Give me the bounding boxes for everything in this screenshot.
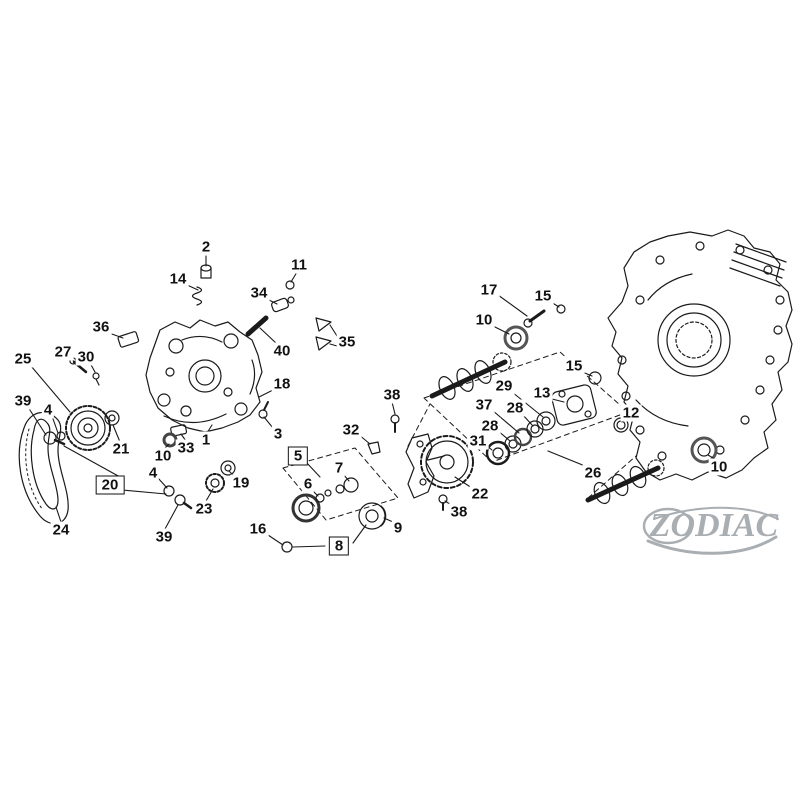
- part-label-2: 2: [199, 238, 213, 256]
- cam-sprocket: [65, 405, 120, 451]
- front-camshaft: [429, 304, 602, 400]
- part-label-13: 13: [531, 384, 553, 402]
- part-label-26: 26: [582, 464, 604, 482]
- part-label-39: 39: [12, 392, 34, 410]
- leader-lines: [27, 255, 719, 548]
- part-label-15: 15: [532, 287, 554, 305]
- part-label-36: 36: [90, 318, 112, 336]
- part-label-24: 24: [50, 521, 72, 539]
- part-label-32: 32: [340, 421, 362, 439]
- part-label-17: 17: [478, 281, 500, 299]
- part-label-14: 14: [167, 270, 189, 288]
- part-label-39: 39: [153, 528, 175, 546]
- part-label-21: 21: [110, 440, 132, 458]
- part-label-10: 10: [152, 447, 174, 465]
- part-label-31: 31: [467, 432, 489, 450]
- part-label-29: 29: [493, 377, 515, 395]
- part-label-6: 6: [301, 475, 315, 493]
- part-label-20: 20: [95, 475, 125, 495]
- part-label-4: 4: [41, 401, 55, 419]
- rear-camshaft: [585, 459, 665, 505]
- part-label-18: 18: [271, 375, 293, 393]
- part-label-9: 9: [391, 519, 405, 537]
- zodiac-logo-text: ZODIAC: [649, 507, 779, 544]
- part-label-10: 10: [708, 458, 730, 476]
- part-label-25: 25: [12, 350, 34, 368]
- plate-lower-hardware: [162, 401, 269, 510]
- part-label-28: 28: [479, 417, 501, 435]
- part-label-15: 15: [563, 357, 585, 375]
- top-hardware: [191, 264, 332, 351]
- part-label-7: 7: [332, 459, 346, 477]
- cam-chain: [18, 411, 69, 525]
- zodiac-logo: ZODIAC: [642, 506, 779, 555]
- part-label-38: 38: [381, 386, 403, 404]
- part-label-40: 40: [271, 342, 293, 360]
- part-label-11: 11: [289, 256, 309, 274]
- pump-bracket-and-gasket: [367, 414, 474, 511]
- oil-pump-rotor-group: [281, 477, 387, 553]
- part-label-22: 22: [469, 485, 491, 503]
- part-label-23: 23: [193, 500, 215, 518]
- part-label-35: 35: [336, 333, 358, 351]
- part-label-34: 34: [248, 284, 270, 302]
- part-label-16: 16: [247, 520, 269, 538]
- crankcase-half: [607, 229, 793, 481]
- part-label-1: 1: [199, 431, 213, 449]
- part-label-12: 12: [620, 404, 642, 422]
- part-label-5: 5: [287, 446, 309, 466]
- part-label-19: 19: [230, 474, 252, 492]
- part-label-4: 4: [146, 464, 160, 482]
- part-label-8: 8: [328, 536, 350, 556]
- part-label-38: 38: [448, 503, 470, 521]
- part-label-28: 28: [504, 399, 526, 417]
- part-label-33: 33: [175, 439, 197, 457]
- part-label-30: 30: [75, 348, 97, 366]
- part-label-3: 3: [271, 425, 285, 443]
- part-label-37: 37: [473, 396, 495, 414]
- cam-support-plate: [145, 319, 263, 433]
- part-label-27: 27: [52, 343, 74, 361]
- part-label-10: 10: [473, 311, 495, 329]
